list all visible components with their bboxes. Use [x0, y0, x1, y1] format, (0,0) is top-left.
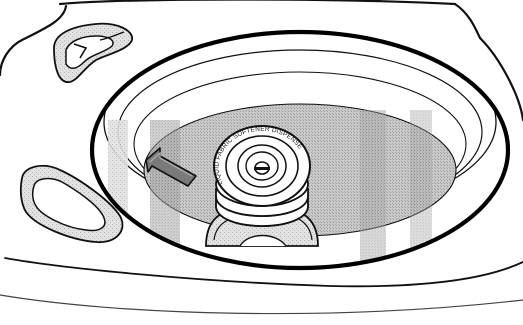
bleach-dispenser-port — [53, 22, 133, 83]
side-dispenser-port — [19, 164, 124, 243]
arrow-icon — [145, 147, 197, 187]
cabinet-outline — [0, 0, 523, 315]
